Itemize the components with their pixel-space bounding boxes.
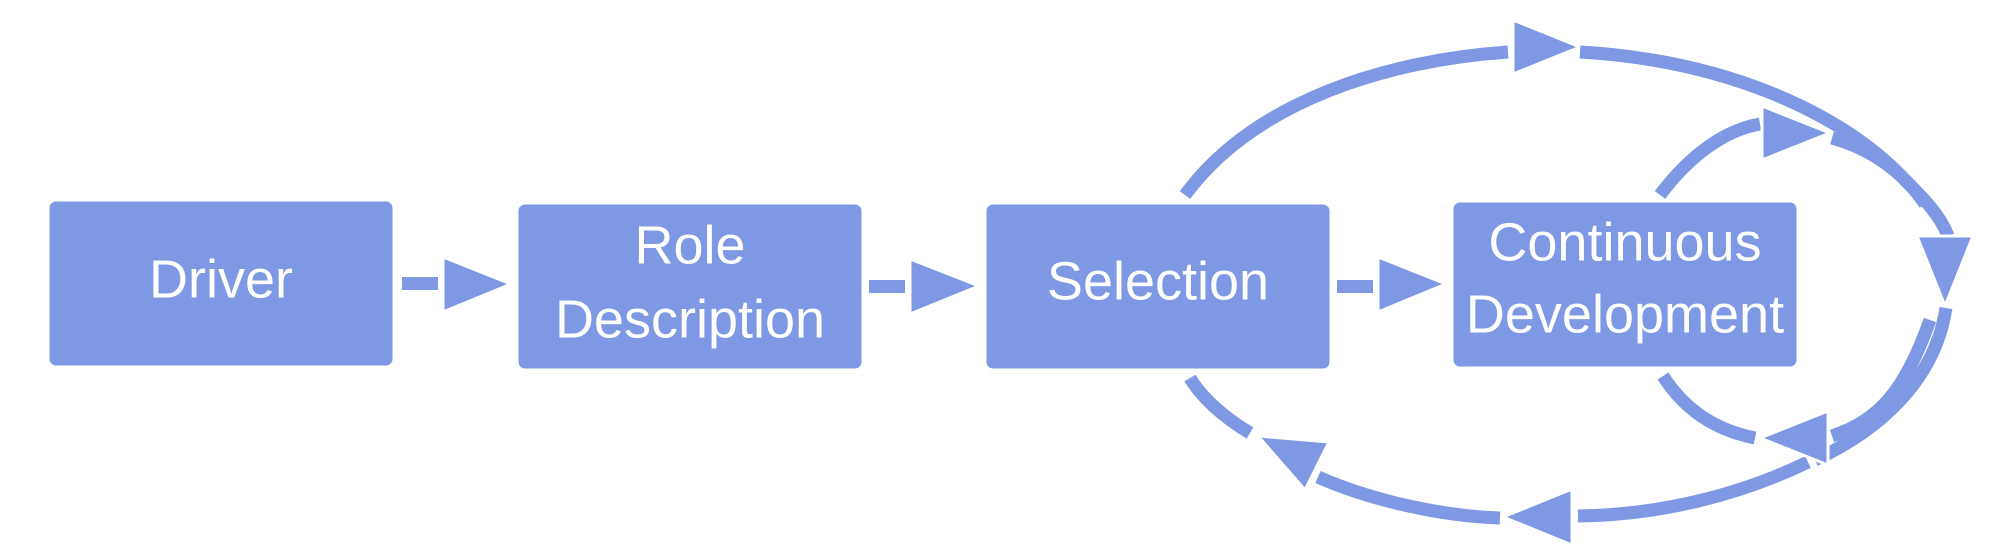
arrow-role-to-selection-head bbox=[908, 257, 981, 316]
node-driver: Driver bbox=[46, 198, 396, 369]
arrow-driver-to-role-head bbox=[441, 255, 513, 314]
inner-cycle-top-left-arc bbox=[1654, 117, 1762, 199]
inner-cycle-top-arrowhead bbox=[1760, 104, 1832, 162]
outer-cycle-bottom-left-arc bbox=[1315, 471, 1501, 525]
node-continuous-development-label-line2: Development bbox=[1466, 284, 1784, 344]
node-continuous-development-box bbox=[1450, 199, 1800, 370]
inner-cycle-bottom-left-arc bbox=[1657, 372, 1757, 445]
outer-cycle-top-arrowhead bbox=[1511, 18, 1582, 76]
inner-cycle-bottom-arrowhead bbox=[1758, 409, 1830, 467]
node-driver-label: Driver bbox=[149, 249, 293, 309]
arrow-driver-to-role-shaft bbox=[402, 277, 438, 290]
outer-cycle-right-arrowhead bbox=[1915, 234, 1975, 308]
arrow-role-to-selection-shaft bbox=[869, 280, 905, 293]
outer-cycle-top-right-arc bbox=[1579, 45, 1955, 239]
node-selection-label: Selection bbox=[1047, 251, 1269, 311]
node-continuous-development: Continuous Development bbox=[1450, 199, 1800, 370]
outer-cycle-right-lower-arc bbox=[1812, 306, 1953, 466]
node-role-description-label-line2: Description bbox=[555, 289, 825, 349]
node-selection-box bbox=[983, 201, 1333, 372]
node-role-description-label-line1: Role bbox=[634, 215, 745, 275]
arrow-selection-to-development-shaft bbox=[1337, 280, 1373, 293]
arrow-driver-to-role bbox=[402, 255, 513, 314]
node-role-description-box bbox=[515, 201, 865, 372]
outer-cycle-arc bbox=[1179, 18, 1975, 547]
outer-cycle-top-left-arc bbox=[1179, 45, 1509, 199]
arrow-role-to-selection bbox=[869, 257, 981, 316]
outer-cycle-bottom-arrowhead bbox=[1501, 487, 1574, 547]
node-selection: Selection bbox=[983, 201, 1333, 372]
inner-cycle-right-lower-arc bbox=[1829, 317, 1937, 443]
outer-cycle-left-arrowhead bbox=[1256, 434, 1331, 492]
inner-cycle-top-right-arc bbox=[1830, 131, 1931, 208]
outer-cycle-left-lower-arc bbox=[1184, 374, 1254, 439]
node-role-description: Role Description bbox=[515, 201, 865, 372]
arrow-selection-to-development-head bbox=[1376, 255, 1448, 314]
node-driver-box bbox=[46, 198, 396, 369]
node-continuous-development-label-line1: Continuous bbox=[1488, 212, 1761, 272]
inner-cycle-arc bbox=[1654, 104, 1937, 467]
arrow-selection-to-development bbox=[1337, 255, 1448, 314]
outer-cycle-bottom-right-arc bbox=[1577, 456, 1811, 523]
